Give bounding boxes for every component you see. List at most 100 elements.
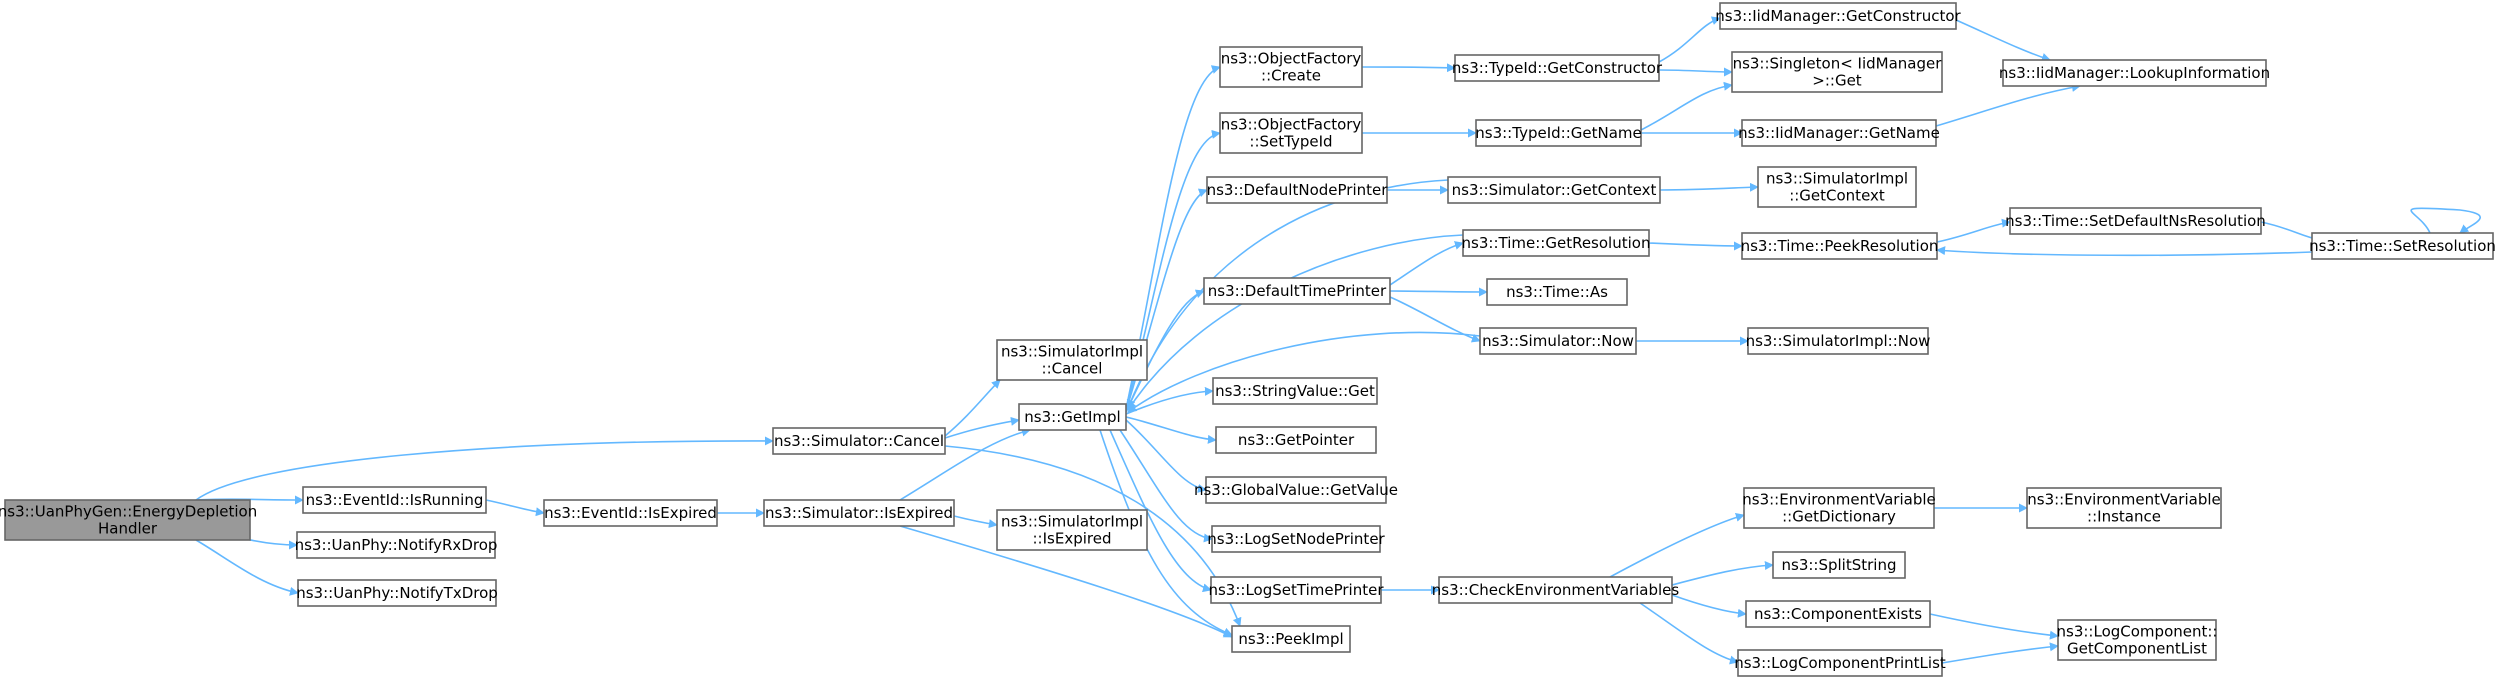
node-implnow[interactable]: ns3::SimulatorImpl::Now: [1746, 327, 1931, 355]
node-label: ns3::StringValue::Get: [1215, 382, 1375, 400]
node-label: ns3::PeekImpl: [1238, 630, 1343, 648]
node-box: [1719, 2, 1957, 30]
node-label: ns3::SimulatorImpl::Now: [1746, 332, 1931, 350]
node-box: [1211, 525, 1381, 553]
node-simnow[interactable]: ns3::Simulator::Now: [1479, 327, 1637, 355]
node-label: ns3::Time::As: [1506, 283, 1608, 301]
node-timeas[interactable]: ns3::Time::As: [1486, 278, 1628, 306]
node-compexists[interactable]: ns3::ComponentExists: [1745, 600, 1931, 628]
call-edge: [944, 416, 1020, 439]
node-setdefaultns[interactable]: ns3::Time::SetDefaultNsResolution: [2005, 207, 2266, 235]
node-singleton[interactable]: ns3::Singleton< IidManager >::Get: [1731, 51, 1943, 93]
call-edge: [1671, 594, 1747, 618]
node-typeidgetname[interactable]: ns3::TypeId::GetName: [1475, 119, 1642, 147]
node-box: [1018, 403, 1127, 431]
node-label: ns3::Simulator::GetContext: [1452, 181, 1657, 199]
node-label: ns3::DefaultTimePrinter: [1208, 282, 1387, 300]
node-box: [2009, 207, 2262, 235]
call-edge: [1929, 613, 2059, 640]
node-box: [1205, 476, 1387, 504]
node-simexpired[interactable]: ns3::Simulator::IsExpired: [763, 499, 955, 527]
node-box: [1454, 54, 1660, 82]
node-ofcreate[interactable]: ns3::ObjectFactory::Create: [1219, 46, 1363, 88]
node-simgetcontext[interactable]: ns3::Simulator::GetContext: [1447, 176, 1661, 204]
node-notifyrx[interactable]: ns3::UanPhy::NotifyRxDrop: [295, 531, 498, 559]
node-box: [543, 499, 718, 527]
call-edge: [1955, 19, 2051, 62]
node-notifytx[interactable]: ns3::UanPhy::NotifyTxDrop: [296, 579, 498, 607]
node-label: ns3::UanPhyGen::EnergyDepletion: [0, 503, 257, 521]
node-logcompget[interactable]: ns3::LogComponent::GetComponentList: [2057, 619, 2218, 661]
node-checkenv[interactable]: ns3::CheckEnvironmentVariables: [1432, 576, 1680, 604]
node-label: ns3::EnvironmentVariable: [2027, 491, 2220, 509]
call-edge: [1648, 241, 1743, 251]
node-splitstring[interactable]: ns3::SplitString: [1772, 551, 1906, 579]
node-logcompprint[interactable]: ns3::LogComponentPrintList: [1734, 649, 1946, 677]
node-box: [1479, 327, 1637, 355]
call-edge: [1936, 246, 2313, 257]
node-box: [1772, 551, 1906, 579]
node-label: ns3::IidManager::LookupInformation: [1999, 64, 2270, 82]
node-box: [296, 531, 496, 559]
node-cancel[interactable]: ns3::Simulator::Cancel: [772, 427, 946, 455]
node-evexpired[interactable]: ns3::EventId::IsExpired: [543, 499, 718, 527]
node-label: ::Create: [1261, 67, 1321, 85]
node-box: [1741, 119, 1937, 147]
node-box: [1210, 576, 1382, 604]
node-box: [2057, 619, 2217, 661]
node-typeidgetctor[interactable]: ns3::TypeId::GetConstructor: [1452, 54, 1663, 82]
node-label: ns3::SimulatorImpl: [1001, 513, 1143, 531]
node-box: [1743, 487, 1935, 529]
node-label: ns3::IidManager::GetConstructor: [1715, 7, 1961, 25]
node-label: ns3::IidManager::GetName: [1738, 124, 1940, 142]
node-setres[interactable]: ns3::Time::SetResolution: [2309, 232, 2496, 260]
call-edge: [1119, 429, 1213, 543]
node-stringget[interactable]: ns3::StringValue::Get: [1212, 377, 1378, 405]
node-logsetnode[interactable]: ns3::LogSetNodePrinter: [1207, 525, 1386, 553]
node-globalget[interactable]: ns3::GlobalValue::GetValue: [1194, 476, 1398, 504]
node-peekimpl[interactable]: ns3::PeekImpl: [1231, 625, 1351, 653]
node-box: [1212, 377, 1378, 405]
node-timepeekres[interactable]: ns3::Time::PeekResolution: [1741, 232, 1939, 260]
node-implcancel[interactable]: ns3::SimulatorImpl::Cancel: [996, 339, 1148, 381]
call-edge: [1609, 512, 1745, 578]
node-box: [1447, 176, 1661, 204]
node-implexpired[interactable]: ns3::SimulatorImpl::IsExpired: [996, 509, 1148, 551]
node-label: ns3::Time::PeekResolution: [1741, 237, 1939, 255]
node-label: ::IsExpired: [1033, 530, 1112, 548]
node-isrunning[interactable]: ns3::EventId::IsRunning: [302, 486, 487, 514]
node-label: ns3::Simulator::Now: [1482, 332, 1634, 350]
node-box: [1741, 232, 1938, 260]
node-label: ns3::EventId::IsRunning: [306, 491, 484, 509]
node-defnodeprinter[interactable]: ns3::DefaultNodePrinter: [1206, 176, 1389, 204]
node-label: ns3::LogSetNodePrinter: [1207, 530, 1385, 548]
node-deftimeprinter[interactable]: ns3::DefaultTimePrinter: [1203, 277, 1391, 305]
call-edge: [1389, 287, 1488, 297]
call-edge: [1127, 331, 1481, 413]
node-iidgetctor[interactable]: ns3::IidManager::GetConstructor: [1715, 2, 1962, 30]
node-label: ns3::DefaultNodePrinter: [1207, 181, 1389, 199]
node-box: [1215, 426, 1377, 454]
call-edge: [1125, 416, 1217, 444]
node-iidgetname[interactable]: ns3::IidManager::GetName: [1738, 119, 1940, 147]
node-implgetcontext[interactable]: ns3::SimulatorImpl::GetContext: [1757, 166, 1917, 208]
node-getpointer[interactable]: ns3::GetPointer: [1215, 426, 1377, 454]
node-getimpl[interactable]: ns3::GetImpl: [1018, 403, 1127, 431]
node-iidlookup[interactable]: ns3::IidManager::LookupInformation: [1999, 59, 2270, 87]
call-edge: [1658, 16, 1721, 63]
node-box: [1737, 649, 1943, 677]
node-box: [1731, 51, 1943, 93]
node-envinstance[interactable]: ns3::EnvironmentVariable::Instance: [2026, 487, 2222, 529]
node-box: [302, 486, 487, 514]
node-box: [763, 499, 955, 527]
node-ofsettypeid[interactable]: ns3::ObjectFactory::SetTypeId: [1219, 112, 1363, 154]
node-box: [1203, 277, 1391, 305]
node-timegetres[interactable]: ns3::Time::GetResolution: [1462, 229, 1651, 257]
call-edge: [1099, 429, 1233, 637]
node-envgetdict[interactable]: ns3::EnvironmentVariable::GetDictionary: [1742, 487, 1936, 529]
node-box: [1219, 46, 1363, 88]
call-edge: [1639, 602, 1739, 665]
node-logsettime[interactable]: ns3::LogSetTimePrinter: [1208, 576, 1384, 604]
